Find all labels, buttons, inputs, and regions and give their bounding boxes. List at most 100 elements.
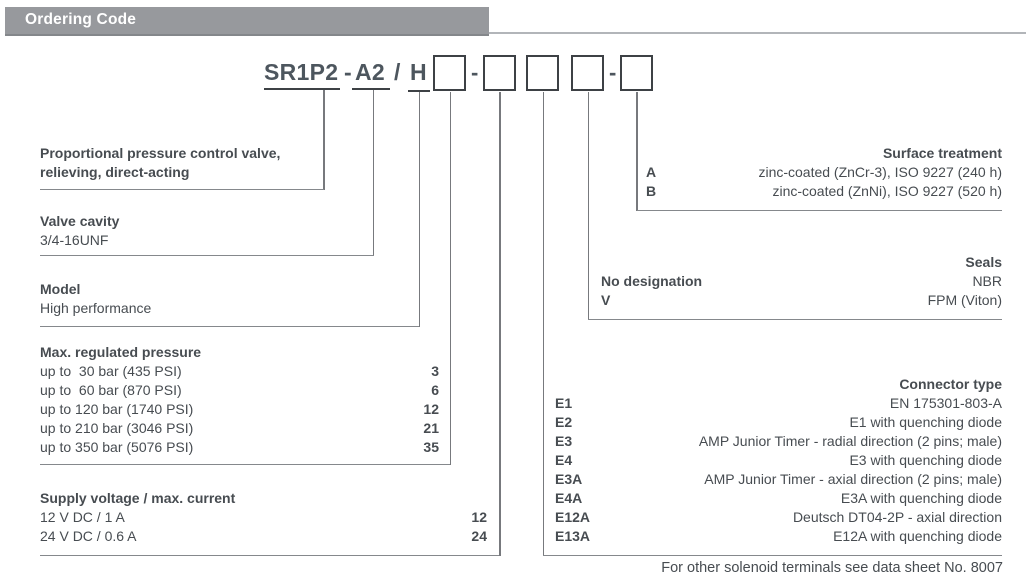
seals-code: No designation — [601, 273, 703, 289]
section-max-pressure: Max. regulated pressure up to 30 bar (43… — [40, 343, 450, 465]
header-rule — [5, 32, 1026, 34]
surface-desc: zinc-coated (ZnNi), ISO 9227 (520 h) — [772, 183, 1002, 199]
connector-type-title: Connector type — [899, 376, 1002, 392]
voltage-label: 24 V DC / 0.6 A — [40, 528, 137, 544]
max-pressure-title: Max. regulated pressure — [40, 344, 202, 360]
connector-row: E3A AMP Junior Timer - axial direction (… — [543, 470, 1002, 489]
pressure-code: 3 — [431, 363, 439, 379]
pressure-row: up to 60 bar (870 PSI) 6 — [40, 381, 450, 400]
valve-cavity-value: 3/4-16UNF — [40, 232, 109, 248]
connector-line-pressure — [449, 92, 451, 465]
pressure-label: up to 120 bar (1740 PSI) — [40, 401, 194, 417]
voltage-row: 12 V DC / 1 A 12 — [40, 508, 499, 527]
underline-model — [408, 90, 430, 92]
connector-line-surface — [636, 92, 638, 211]
code-slash: / — [394, 59, 401, 85]
connector-code: E3A — [555, 471, 583, 487]
connector-line-valve-type — [323, 90, 325, 190]
voltage-code: 12 — [471, 509, 487, 525]
section-header-bar: Ordering Code — [5, 7, 489, 36]
connector-row: E4 E3 with quenching diode — [543, 451, 1002, 470]
underline-prefix — [352, 88, 390, 90]
code-model: H — [410, 59, 427, 85]
seals-row: No designation NBR — [588, 272, 1002, 291]
connector-desc: E1 with quenching diode — [849, 414, 1002, 430]
code-prefix: A2 — [355, 59, 386, 85]
code-dash-1: - — [344, 59, 352, 85]
surface-row: A zinc-coated (ZnCr-3), ISO 9227 (240 h) — [637, 163, 1002, 182]
connector-code: E13A — [555, 528, 591, 544]
section-supply-voltage: Supply voltage / max. current 12 V DC / … — [40, 489, 499, 556]
underline-base — [264, 88, 340, 90]
surface-row: B zinc-coated (ZnNi), ISO 9227 (520 h) — [637, 182, 1002, 201]
section-connector-type: Connector type E1 EN 175301-803-A E2 E1 … — [543, 375, 1002, 556]
code-box-seals — [571, 55, 604, 91]
connector-desc: E3 with quenching diode — [849, 452, 1002, 468]
surface-treatment-title: Surface treatment — [882, 145, 1002, 161]
code-base: SR1P2 — [264, 59, 339, 85]
connector-line-cavity — [372, 90, 374, 256]
pressure-label: up to 210 bar (3046 PSI) — [40, 420, 194, 436]
voltage-code: 24 — [471, 528, 487, 544]
pressure-label: up to 350 bar (5076 PSI) — [40, 439, 194, 455]
model-value: High performance — [40, 300, 152, 316]
pressure-code: 21 — [423, 420, 439, 436]
connector-row: E13A E12A with quenching diode — [543, 527, 1002, 546]
code-box-dash-2: - — [609, 60, 617, 85]
pressure-row: up to 210 bar (3046 PSI) 21 — [40, 419, 450, 438]
connector-line-connector-type — [542, 92, 544, 556]
connector-desc: E3A with quenching diode — [840, 490, 1002, 506]
seals-desc: NBR — [972, 273, 1002, 289]
pressure-label: up to 60 bar (870 PSI) — [40, 382, 182, 398]
pressure-code: 35 — [423, 439, 439, 455]
pressure-label: up to 30 bar (435 PSI) — [40, 363, 182, 379]
connector-desc: Deutsch DT04-2P - axial direction — [792, 509, 1002, 525]
connector-row: E2 E1 with quenching diode — [543, 413, 1002, 432]
connector-row: E1 EN 175301-803-A — [543, 394, 1002, 413]
voltage-row: 24 V DC / 0.6 A 24 — [40, 527, 499, 546]
pressure-row: up to 120 bar (1740 PSI) 12 — [40, 400, 450, 419]
code-box-dash-1: - — [471, 60, 479, 85]
seals-code: V — [601, 292, 611, 308]
connector-code: E12A — [555, 509, 591, 525]
surface-desc: zinc-coated (ZnCr-3), ISO 9227 (240 h) — [758, 164, 1002, 180]
code-box-voltage — [483, 55, 516, 91]
section-surface-treatment: Surface treatment A zinc-coated (ZnCr-3)… — [637, 144, 1002, 211]
connector-desc: EN 175301-803-A — [889, 395, 1002, 411]
connector-desc: AMP Junior Timer - axial direction (2 pi… — [704, 471, 1002, 487]
surface-code: A — [646, 164, 657, 180]
footer-note: For other solenoid terminals see data sh… — [661, 560, 1003, 576]
connector-line-seals — [587, 92, 589, 320]
connector-line-voltage — [499, 92, 501, 556]
voltage-label: 12 V DC / 1 A — [40, 509, 125, 525]
connector-code: E2 — [555, 414, 573, 430]
connector-code: E4 — [555, 452, 573, 468]
seals-row: V FPM (Viton) — [588, 291, 1002, 310]
model-title: Model — [40, 281, 81, 297]
connector-row: E4A E3A with quenching diode — [543, 489, 1002, 508]
valve-cavity-title: Valve cavity — [40, 213, 120, 229]
connector-desc: E12A with quenching diode — [833, 528, 1002, 544]
connector-code: E4A — [555, 490, 583, 506]
page-title: Ordering Code — [25, 11, 137, 28]
connector-code: E1 — [555, 395, 573, 411]
section-valve-cavity: Valve cavity 3/4-16UNF — [40, 212, 374, 256]
code-box-connector — [526, 55, 559, 91]
connector-line-model — [418, 92, 420, 327]
code-box-surface — [620, 55, 653, 91]
seals-title: Seals — [965, 254, 1002, 270]
section-model: Model High performance — [40, 280, 419, 327]
seals-desc: FPM (Viton) — [927, 292, 1002, 308]
connector-row: E3 AMP Junior Timer - radial direction (… — [543, 432, 1002, 451]
supply-voltage-title: Supply voltage / max. current — [40, 490, 236, 506]
code-box-pressure — [433, 55, 466, 91]
valve-type-title-line1: Proportional pressure control valve, — [40, 145, 281, 161]
pressure-row: up to 350 bar (5076 PSI) 35 — [40, 438, 450, 457]
pressure-code: 12 — [423, 401, 439, 417]
connector-desc: AMP Junior Timer - radial direction (2 p… — [698, 433, 1002, 449]
valve-type-title-line2: relieving, direct-acting — [40, 164, 190, 180]
connector-code: E3 — [555, 433, 573, 449]
pressure-code: 6 — [431, 382, 439, 398]
pressure-row: up to 30 bar (435 PSI) 3 — [40, 362, 450, 381]
